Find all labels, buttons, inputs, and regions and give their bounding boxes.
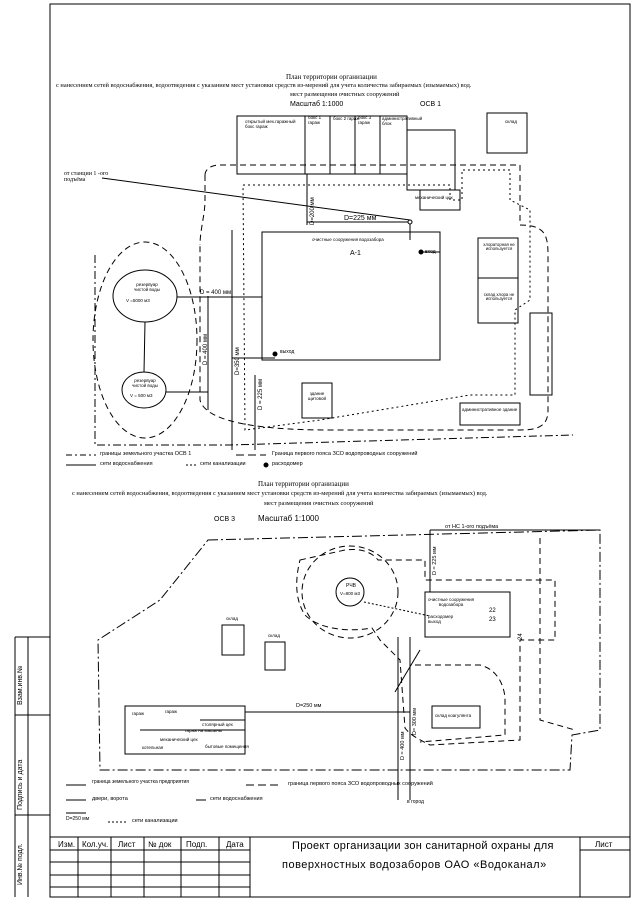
legend2-water: сети водоснабжения bbox=[210, 796, 263, 802]
label-box2: бокс 2 гараж bbox=[333, 116, 360, 121]
treatment-building bbox=[261, 231, 441, 361]
plan2-zone-id: ОСВ 3 bbox=[214, 516, 236, 523]
stamp-sheet-label: Лист bbox=[595, 840, 613, 849]
plan1-subtitle: с нанесением сетей водоснабжения, водоот… bbox=[56, 82, 472, 89]
label-entry: вход bbox=[425, 249, 436, 255]
label-to-city: в город bbox=[407, 799, 424, 805]
label-rooms: гараж на машины bbox=[185, 728, 222, 733]
label-p2-treatment: очистные сооружения водозабора bbox=[427, 597, 475, 607]
stamp-col-podp: Подп. bbox=[186, 840, 208, 849]
stamp-title-line2: поверхностных водозаборов ОАО «Водоканал… bbox=[282, 859, 547, 871]
label-from-hs: от НС 1-ого подъёма bbox=[445, 524, 499, 530]
legend1-sewer: сети канализации bbox=[200, 461, 246, 467]
stamp-title-line1: Проект организации зон санитарной охраны… bbox=[292, 840, 554, 852]
label-n22: 22 bbox=[489, 608, 496, 614]
label-garage2: гараж bbox=[165, 709, 178, 714]
label-p2-warehouse1: склад bbox=[226, 616, 239, 621]
legend1-zone1: Граница первого пояса ЗСО водопроводных … bbox=[272, 451, 418, 457]
label-p2-d250: D=250 мм bbox=[296, 703, 322, 709]
plan1-zone-id: ОСВ 1 bbox=[420, 101, 442, 108]
label-unused1: хлораторная не используется bbox=[483, 242, 515, 252]
stamp-col-ndok: № док bbox=[148, 840, 172, 849]
mech-shop bbox=[406, 129, 456, 191]
label-reservoir1-vol: V =5000 м3 bbox=[126, 298, 150, 303]
stamp-col-kol: Кол.уч. bbox=[82, 840, 109, 849]
label-domestic: бытовые помещения bbox=[205, 744, 249, 749]
label-garage1: гараж bbox=[132, 711, 145, 716]
label-open-garage: открытый мех.гаражный бокс гараж bbox=[245, 119, 296, 129]
sheet-frame bbox=[49, 3, 631, 898]
label-box3: бокс 3 гараж bbox=[358, 115, 372, 125]
side-inv-podl: Инв.№ подл. bbox=[17, 843, 24, 885]
legend2-gates: двери, ворота bbox=[92, 796, 128, 802]
label-reservoir2-vol: V = 500 м3 bbox=[130, 393, 153, 398]
label-d400-v: D = 400 мм bbox=[203, 333, 209, 365]
label-reagents: склад коагулянта bbox=[435, 713, 472, 718]
label-box1: бокс 1 гараж bbox=[308, 115, 322, 125]
reservoir-1 bbox=[112, 269, 178, 323]
stamp-col-data: Дата bbox=[226, 840, 244, 849]
label-d225-top: D=225 мм bbox=[344, 215, 377, 222]
label-warehouse: склад bbox=[505, 119, 518, 124]
plan1-subtitle2: мест размещения очистных сооружений bbox=[290, 91, 400, 98]
label-from-station: от станции 1 -ого подъёма bbox=[64, 171, 109, 183]
legend1-boundary: границы земельного участка ОСВ 1 bbox=[100, 451, 192, 457]
plan1-scale: Масштаб 1:1000 bbox=[290, 101, 344, 108]
plan2-scale: Масштаб 1:1000 bbox=[258, 514, 319, 523]
plan1-title: План территории организации bbox=[286, 73, 377, 81]
label-d200: D=200 мм bbox=[310, 197, 316, 225]
label-treatment: очистные сооружения водозабора bbox=[312, 237, 384, 242]
label-guard: здание щитовой bbox=[307, 391, 327, 401]
label-n23: 23 bbox=[489, 617, 496, 623]
label-boiler: котельная bbox=[142, 745, 164, 750]
legend2-boundary: граница земельного участка предприятия bbox=[92, 779, 189, 785]
legend2-zone1: граница первого пояса ЗСО водопроводных … bbox=[288, 781, 433, 787]
warehouse-box bbox=[486, 112, 528, 154]
label-p2-warehouse2: склад bbox=[268, 633, 281, 638]
stamp-col-izm: Изм. bbox=[58, 840, 76, 849]
side-vzam-inv: Взам.инв.№ bbox=[17, 665, 24, 705]
legend1-meter: расходомер bbox=[272, 461, 303, 467]
plan2-title: План территории организации bbox=[258, 480, 349, 488]
label-reservoir2: резервуар чистой воды bbox=[132, 378, 158, 388]
side-podp-data: Подпись и дата bbox=[17, 759, 24, 810]
label-exit: выход bbox=[280, 349, 295, 355]
label-unused2: склад хлора не используется bbox=[483, 292, 515, 302]
label-rchv: РЧВ bbox=[346, 583, 357, 589]
plan2-subtitle: с нанесением сетей водоснабжения, водоот… bbox=[72, 490, 488, 497]
label-admin2: административное здание bbox=[462, 407, 518, 412]
label-p2-d400: D = 400 мм bbox=[400, 731, 406, 760]
label-meter-exit: расходомер выход bbox=[428, 614, 454, 624]
plan2-subtitle2: мест размещения очистных сооружений bbox=[264, 500, 374, 507]
label-d400-h: D = 400 мм bbox=[200, 290, 232, 296]
label-d225-bottom: D = 225 мм bbox=[258, 378, 264, 410]
reservoir-zone bbox=[92, 241, 198, 439]
legend2-sewer: сети канализации bbox=[132, 818, 178, 824]
label-d350: D=350 мм bbox=[235, 347, 241, 375]
label-reservoir1: резервуар чистой воды bbox=[134, 282, 160, 292]
label-admin-block: административный блок bbox=[382, 116, 423, 126]
rchv-tank bbox=[335, 577, 365, 607]
legend2-d250: D=250 мм bbox=[66, 816, 90, 822]
label-p2-d300: D= 300 мм bbox=[412, 708, 418, 735]
stamp-col-list: Лист bbox=[118, 840, 136, 849]
label-p2-d225: D = 225 мм bbox=[432, 546, 438, 575]
label-rchv-vol: V=800 м3 bbox=[340, 591, 360, 596]
label-mech: механический цех bbox=[415, 195, 453, 200]
label-p2-mech: механический цех bbox=[160, 737, 198, 742]
legend1-water: сети водоснабжения bbox=[100, 461, 153, 467]
label-a1: А-1 bbox=[350, 250, 361, 257]
label-workshop: столярный цех bbox=[202, 722, 233, 727]
label-n24: 24 bbox=[518, 633, 524, 640]
